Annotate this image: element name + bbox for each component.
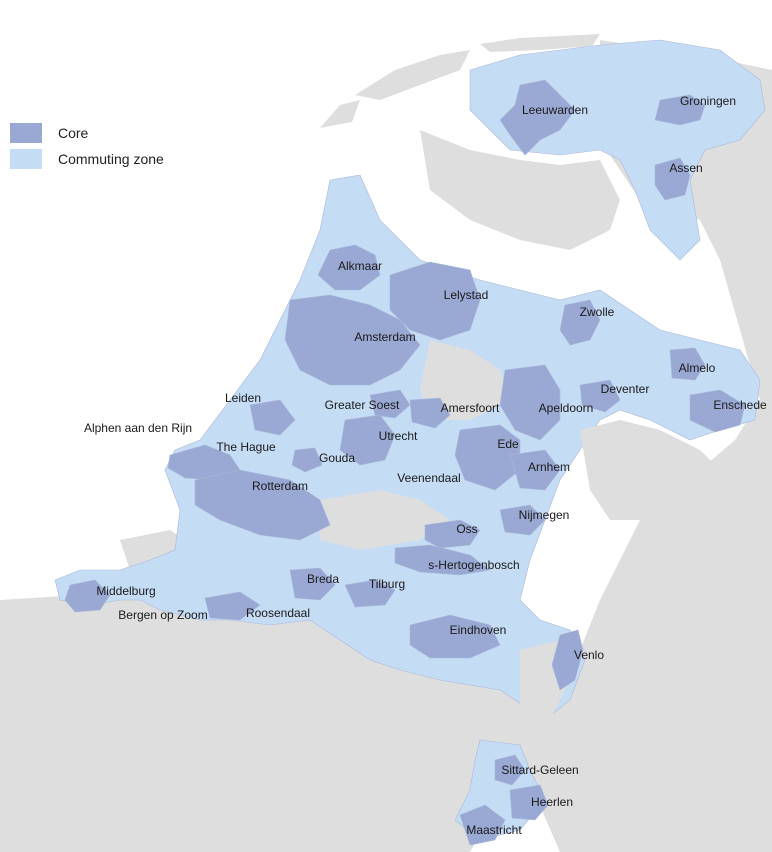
core-arnhem [509,449,561,491]
core-oss [424,519,481,549]
legend: Core Commuting zone [10,120,164,172]
city-label: Almelo [678,361,716,375]
city-label: Venlo [573,648,605,662]
core-enschede [689,389,746,433]
core-utrecht [339,414,396,466]
core-nijmegen [499,504,546,536]
city-label: Arnhem [527,460,571,474]
core-leeuwarden [499,79,576,156]
core-assen [654,157,691,201]
core-lelystad [389,261,481,341]
city-label: Leiden [224,391,262,405]
city-label: Bergen op Zoom [118,608,208,622]
city-label: Roosendaal [245,606,311,620]
core-amersfoort [409,397,451,429]
city-label: Alkmaar [337,259,383,273]
city-label: Veenendaal [397,471,461,485]
core-venlo [551,629,584,691]
core-ede [454,424,521,491]
city-label: Groningen [679,94,737,108]
core-apeldoorn [499,364,561,441]
land-zeeland-gray [40,612,215,648]
core-amsterdam [284,294,421,386]
core-deventer [579,379,621,413]
core-rotterdam [194,469,331,541]
city-label: Alphen aan den Rijn [83,421,193,435]
city-label: Heerlen [530,795,574,809]
city-label: Utrecht [378,429,418,443]
core-middelburg [64,579,111,613]
core-breda [289,567,336,601]
city-label: Maastricht [466,823,522,837]
legend-item-commuting-zone: Commuting zone [10,146,164,172]
legend-item-core: Core [10,120,164,146]
city-label: Nijmegen [518,508,570,522]
core-leiden [249,399,296,436]
wadden-island-1 [355,50,470,100]
core-alkmaar [317,244,381,291]
city-label: Assen [669,161,703,175]
land-interior-brabant [320,490,450,550]
core-almelo [669,347,706,381]
city-label: Lelystad [443,288,489,302]
city-label: Sittard-Geleen [501,763,579,777]
city-label: Apeldoorn [538,401,594,415]
core-sittard-geleen [494,754,526,786]
core-maastricht [459,804,506,846]
core-eindhoven [409,614,501,659]
city-label: Amersfoort [440,401,500,415]
city-label: Ede [497,437,519,451]
core-roosendaal [204,591,261,621]
city-label: Oss [456,522,478,536]
legend-swatch-core [10,123,42,143]
city-label: Breda [306,572,340,586]
city-label: Enschede [713,398,767,412]
core-hertogenbosch [394,544,491,576]
land-interior-friesland [420,130,620,250]
core-gouda [291,447,323,473]
core-groningen [654,94,706,126]
city-label: Greater Soest [324,398,400,412]
wadden-island-3 [480,34,600,52]
city-label: Tilburg [368,577,406,591]
core-zwolle [559,299,601,346]
city-label: Middelburg [96,584,156,598]
city-label: Eindhoven [449,623,507,637]
land-interior-veluwe [420,340,510,420]
core-soest [369,389,411,419]
city-label: s-Hertogenbosch [428,558,520,572]
legend-swatch-commuting-zone [10,149,42,169]
city-label: Rotterdam [251,479,309,493]
core-areas [64,79,746,846]
city-label: Deventer [600,382,650,396]
city-label: Gouda [318,451,356,465]
legend-label-core: Core [58,125,89,141]
city-label: Leeuwarden [521,103,589,117]
core-heerlen [509,784,549,821]
city-label: Zwolle [579,305,615,319]
city-label: The Hague [216,440,276,454]
legend-label-commuting-zone: Commuting zone [58,151,164,167]
city-label: Amsterdam [354,330,416,344]
core-tilburg [344,579,396,608]
wadden-island-2 [320,100,360,128]
land-interior-achterhoek [580,420,720,520]
